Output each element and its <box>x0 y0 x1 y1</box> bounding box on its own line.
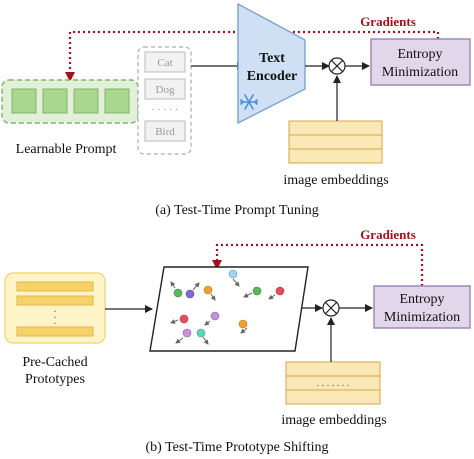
bottom-embedding-row-1 <box>285 361 381 377</box>
bottom-caption: (b) Test-Time Prototype Shifting <box>146 440 329 455</box>
prototype-point <box>170 314 189 324</box>
prototype-point <box>204 311 220 326</box>
bottom-embedding-dots: . . . . . . . <box>317 378 350 389</box>
token-box-cat <box>144 51 186 73</box>
prototype-point <box>196 328 209 345</box>
bottom-image-embeddings-label: image embeddings <box>281 413 386 428</box>
top-embedding-row-2 <box>288 134 383 150</box>
prototype-bar-1 <box>16 281 94 292</box>
prototype-point <box>228 269 240 287</box>
shifting-prototypes <box>170 269 285 345</box>
prototype-point <box>170 281 183 298</box>
bottom-entropy-label-line2: Minimization <box>384 310 460 325</box>
prototype-point <box>175 328 192 344</box>
prototype-bar-3 <box>16 326 94 337</box>
prototype-point <box>238 319 248 334</box>
prototype-dot-1: . <box>54 304 57 315</box>
bottom-gradients-label: Gradients <box>360 227 416 242</box>
prototype-point <box>185 282 200 299</box>
bottom-gradient-path <box>212 243 424 286</box>
top-entropy-label-line1: Entropy <box>397 47 442 62</box>
embedding-space <box>149 266 309 352</box>
text-encoder-label-line1: Text <box>259 51 285 66</box>
prototype-dot-2: . <box>54 310 57 321</box>
bottom-entropy-label-line1: Entropy <box>399 292 444 307</box>
token-box-bird <box>144 120 186 142</box>
prompt-vector-4 <box>104 88 130 114</box>
token-box-dog <box>144 78 186 100</box>
top-caption: (a) Test-Time Prompt Tuning <box>155 203 319 218</box>
token-dog: Dog <box>156 84 175 96</box>
text-encoder-label-line2: Encoder <box>247 69 298 84</box>
snowflake-icon <box>240 94 258 110</box>
prompt-vector-2 <box>42 88 68 114</box>
top-image-embeddings-label: image embeddings <box>283 173 388 188</box>
top-gradients-label: Gradients <box>360 14 416 29</box>
token-bird: Bird <box>155 126 175 138</box>
prototype-point <box>243 286 262 298</box>
bottom-embedding-row-3 <box>285 389 381 405</box>
top-embedding-row-3 <box>288 148 383 164</box>
prompt-vector-1 <box>11 88 37 114</box>
text-encoder <box>237 2 306 125</box>
token-ellipsis: · · · · · <box>152 105 179 116</box>
top-panel: Gradients Learnable Prompt Cat Dog · · ·… <box>1 2 471 218</box>
top-multiply-icon <box>328 57 346 75</box>
top-embedding-row-1 <box>288 120 383 136</box>
bottom-panel: Gradients . . . Pre-Cached Prototypes <box>4 227 471 455</box>
learnable-prompt-label: Learnable Prompt <box>16 142 117 157</box>
prototype-point <box>268 286 285 300</box>
bottom-entropy-box <box>373 285 471 329</box>
precached-label-line2: Prototypes <box>25 372 85 387</box>
prompt-vector-3 <box>73 88 99 114</box>
prototype-point <box>203 285 216 301</box>
prototype-dot-3: . <box>54 316 57 327</box>
token-cat: Cat <box>157 57 172 69</box>
precached-label-line1: Pre-Cached <box>22 355 87 370</box>
top-entropy-label-line2: Minimization <box>382 65 458 80</box>
prototype-bar-2 <box>16 295 94 306</box>
top-entropy-box <box>370 38 471 86</box>
bottom-multiply-icon <box>322 299 340 317</box>
